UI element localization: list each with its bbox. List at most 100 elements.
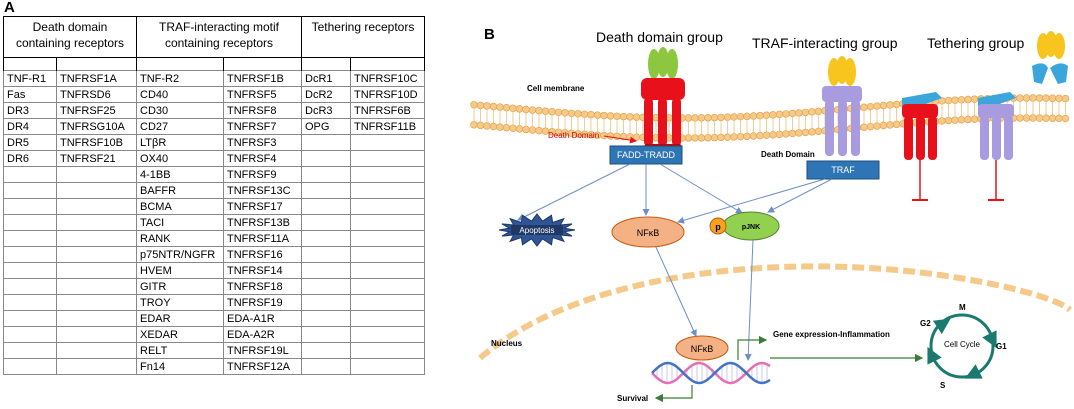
group-traf-title: TRAF-interacting group: [752, 35, 898, 51]
nfkb-nucleus: [675, 335, 729, 361]
table-cell: DR6: [3, 150, 57, 167]
table-cell: LTβR: [136, 134, 224, 151]
empty-cell: [350, 262, 425, 279]
traf-label: TRAF: [831, 165, 855, 175]
table-cell: TROY: [136, 294, 224, 311]
table-cell: TNFRSF11A: [223, 230, 302, 247]
table-cell: OX40: [136, 150, 224, 167]
table-cell: RELT: [136, 342, 224, 359]
empty-cell: [56, 166, 137, 183]
empty-cell: [301, 214, 351, 231]
empty-cell: [301, 262, 351, 279]
group-death-title: Death domain group: [596, 29, 723, 45]
table-cell: EDA-A2R: [223, 326, 302, 343]
empty-cell: [56, 230, 137, 247]
table-cell: Fn14: [136, 358, 224, 375]
phospho-badge: [709, 217, 727, 235]
empty-cell: [301, 198, 351, 215]
empty-cell: [350, 198, 425, 215]
empty-cell: [350, 310, 425, 327]
spacer-cell: [56, 57, 137, 71]
panel-b: B Death domain group TRAF-interacting gr…: [470, 0, 1074, 409]
empty-cell: [3, 198, 57, 215]
empty-cell: [56, 358, 137, 375]
table-cell: DR3: [3, 102, 57, 119]
table-cell: DR5: [3, 134, 57, 151]
empty-cell: [301, 230, 351, 247]
table-cell: RANK: [136, 230, 224, 247]
empty-cell: [301, 310, 351, 327]
empty-cell: [350, 278, 425, 295]
traf-box: [806, 160, 880, 180]
table-cell: GITR: [136, 278, 224, 295]
empty-cell: [350, 342, 425, 359]
tether-ligand-free: [1032, 31, 1068, 84]
table-cell: OPG: [301, 118, 351, 135]
table-cell: TACI: [136, 214, 224, 231]
cell-cycle-label: Cell Cycle: [944, 340, 981, 349]
table-cell: DcR1: [301, 70, 351, 87]
table-cell: TNF-R1: [3, 70, 57, 87]
table-cell: CD27: [136, 118, 224, 135]
apoptosis-label: Apoptosis: [519, 226, 554, 235]
empty-cell: [301, 134, 351, 151]
header-traf-motif: TRAF-interacting motif containing recept…: [136, 16, 302, 58]
nfkb-label-1: NFκB: [637, 228, 660, 238]
empty-cell: [56, 310, 137, 327]
table-cell: TNFRSF12A: [223, 358, 302, 375]
empty-cell: [3, 358, 57, 375]
survival-label: Survival: [617, 394, 648, 403]
death-domain-label-2: Death Domain: [761, 150, 815, 159]
table-cell: CD40: [136, 86, 224, 103]
empty-cell: [350, 246, 425, 263]
table-cell: TNFRSF21: [56, 150, 137, 167]
empty-cell: [56, 214, 137, 231]
empty-cell: [350, 182, 425, 199]
spacer-cell: [3, 57, 57, 71]
table-cell: TNFRSF16: [223, 246, 302, 263]
phase-g2: G2: [920, 319, 931, 328]
death-ligand: [648, 47, 678, 79]
table-cell: TNFRSG10A: [56, 118, 137, 135]
phospho-label: p: [715, 222, 721, 232]
table-cell: TNFRSF10B: [56, 134, 137, 151]
traf-receptor: [822, 86, 862, 156]
empty-cell: [301, 182, 351, 199]
empty-cell: [3, 310, 57, 327]
empty-cell: [3, 214, 57, 231]
empty-cell: [301, 294, 351, 311]
empty-cell: [56, 182, 137, 199]
empty-cell: [350, 150, 425, 167]
empty-cell: [56, 278, 137, 295]
empty-cell: [301, 278, 351, 295]
table-cell: TNFRSF8: [223, 102, 302, 119]
table-cell: TNFRSF11B: [350, 118, 425, 135]
table-cell: TNFRSF6B: [350, 102, 425, 119]
phase-g1: G1: [996, 342, 1007, 351]
table-cell: BCMA: [136, 198, 224, 215]
tether-receptor-purple: [978, 92, 1016, 201]
table-cell: EDA-A1R: [223, 310, 302, 327]
empty-cell: [3, 278, 57, 295]
pathway-diagram: B Death domain group TRAF-interacting gr…: [470, 26, 1073, 403]
table-cell: TNFRSF9: [223, 166, 302, 183]
empty-cell: [3, 262, 57, 279]
table-spacer-row: [3, 57, 425, 71]
table-cell: Fas: [3, 86, 57, 103]
table-cell: p75NTR/NGFR: [136, 246, 224, 263]
table-cell: TNFRSF10D: [350, 86, 425, 103]
table-cell: XEDAR: [136, 326, 224, 343]
cell-membrane-label: Cell membrane: [527, 84, 585, 93]
